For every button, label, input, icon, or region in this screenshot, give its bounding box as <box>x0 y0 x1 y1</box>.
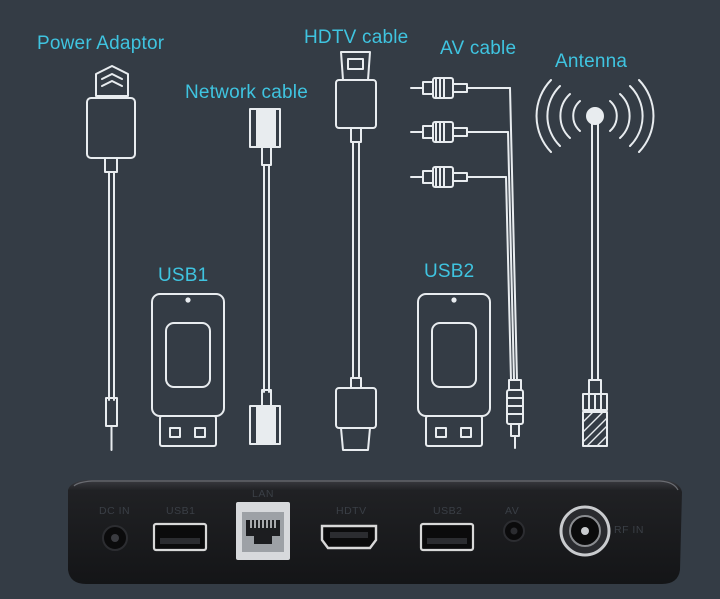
port-label-hdtv: HDTV <box>336 505 367 517</box>
usb-stick-icon <box>151 293 225 447</box>
port-label-usb1: USB1 <box>166 505 196 517</box>
port-label-usb2: USB2 <box>433 505 463 517</box>
usb1-port <box>152 522 208 552</box>
hdtv-port <box>320 524 378 550</box>
port-label-dc-in: DC IN <box>99 505 131 517</box>
rf-in-port <box>559 505 611 557</box>
network-cable-label: Network cable <box>185 82 308 103</box>
lan-port <box>236 502 290 560</box>
hdtv-cable-label: HDTV cable <box>304 27 409 48</box>
av-port <box>503 520 525 542</box>
usb1-label: USB1 <box>158 265 209 286</box>
usb-stick-icon <box>417 293 491 447</box>
set-top-box <box>68 480 682 584</box>
power-adaptor-label: Power Adaptor <box>37 33 165 54</box>
port-label-lan: LAN <box>252 488 274 500</box>
antenna-label: Antenna <box>555 51 628 72</box>
port-label-rf-in: RF IN <box>614 524 644 536</box>
network-plug-icon <box>249 108 281 445</box>
av-cable-label: AV cable <box>440 38 517 59</box>
usb2-port <box>419 522 475 552</box>
hdmi-plug-icon <box>335 51 377 451</box>
usb2-label: USB2 <box>424 261 475 282</box>
rca-plug-icon <box>410 77 524 449</box>
dc-in-port <box>102 525 128 551</box>
power-plug-icon <box>86 65 136 451</box>
port-label-av: AV <box>505 505 520 517</box>
antenna-icon <box>535 79 655 447</box>
